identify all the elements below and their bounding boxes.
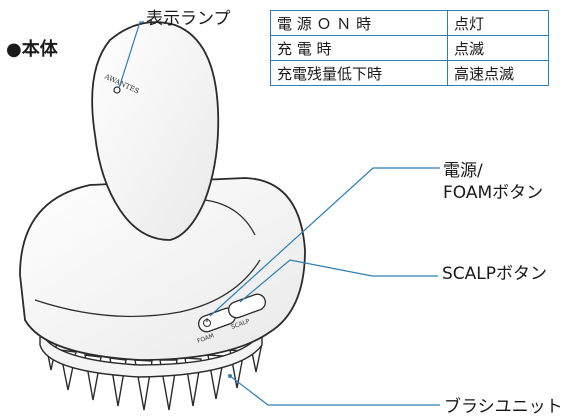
brush-base (39, 329, 263, 378)
power-leader (209, 167, 440, 317)
lamp-status-table: 電 源 Ｏ Ｎ 時 点灯 充 電 時 点滅 充電残量低下時 高速点滅 (270, 10, 549, 86)
table-row: 充電残量低下時 高速点滅 (270, 60, 549, 86)
leader-lines (118, 21, 440, 406)
indicator-lamp (113, 86, 121, 94)
handle (91, 21, 220, 241)
body-panel-line (34, 259, 261, 318)
table-row: 電 源 Ｏ Ｎ 時 点灯 (270, 10, 549, 36)
power-callout-line1: 電源/ (443, 161, 483, 181)
status-state: 点灯 (447, 10, 549, 36)
table-row: 充 電 時 点滅 (270, 35, 549, 61)
lamp-callout: 表示ランプ (146, 9, 231, 29)
status-condition: 充電残量低下時 (270, 60, 448, 86)
brush-unit-callout: ブラシユニット (444, 397, 563, 417)
status-state: 高速点滅 (447, 60, 549, 86)
brush-leader (229, 375, 440, 406)
power-callout-line2: FOAMボタン (443, 183, 544, 203)
status-condition: 充 電 時 (270, 35, 448, 61)
power-foam-callout: 電源/ FOAMボタン (443, 160, 543, 204)
status-state: 点滅 (447, 35, 549, 61)
brush-leader-dot (228, 374, 232, 378)
scalp-leader (239, 259, 438, 303)
lamp-leader (118, 21, 144, 89)
status-condition: 電 源 Ｏ Ｎ 時 (270, 10, 448, 36)
scalp-callout: SCALPボタン (442, 264, 548, 284)
handle-fold (204, 199, 256, 236)
body-label: ●本体 (6, 39, 58, 60)
